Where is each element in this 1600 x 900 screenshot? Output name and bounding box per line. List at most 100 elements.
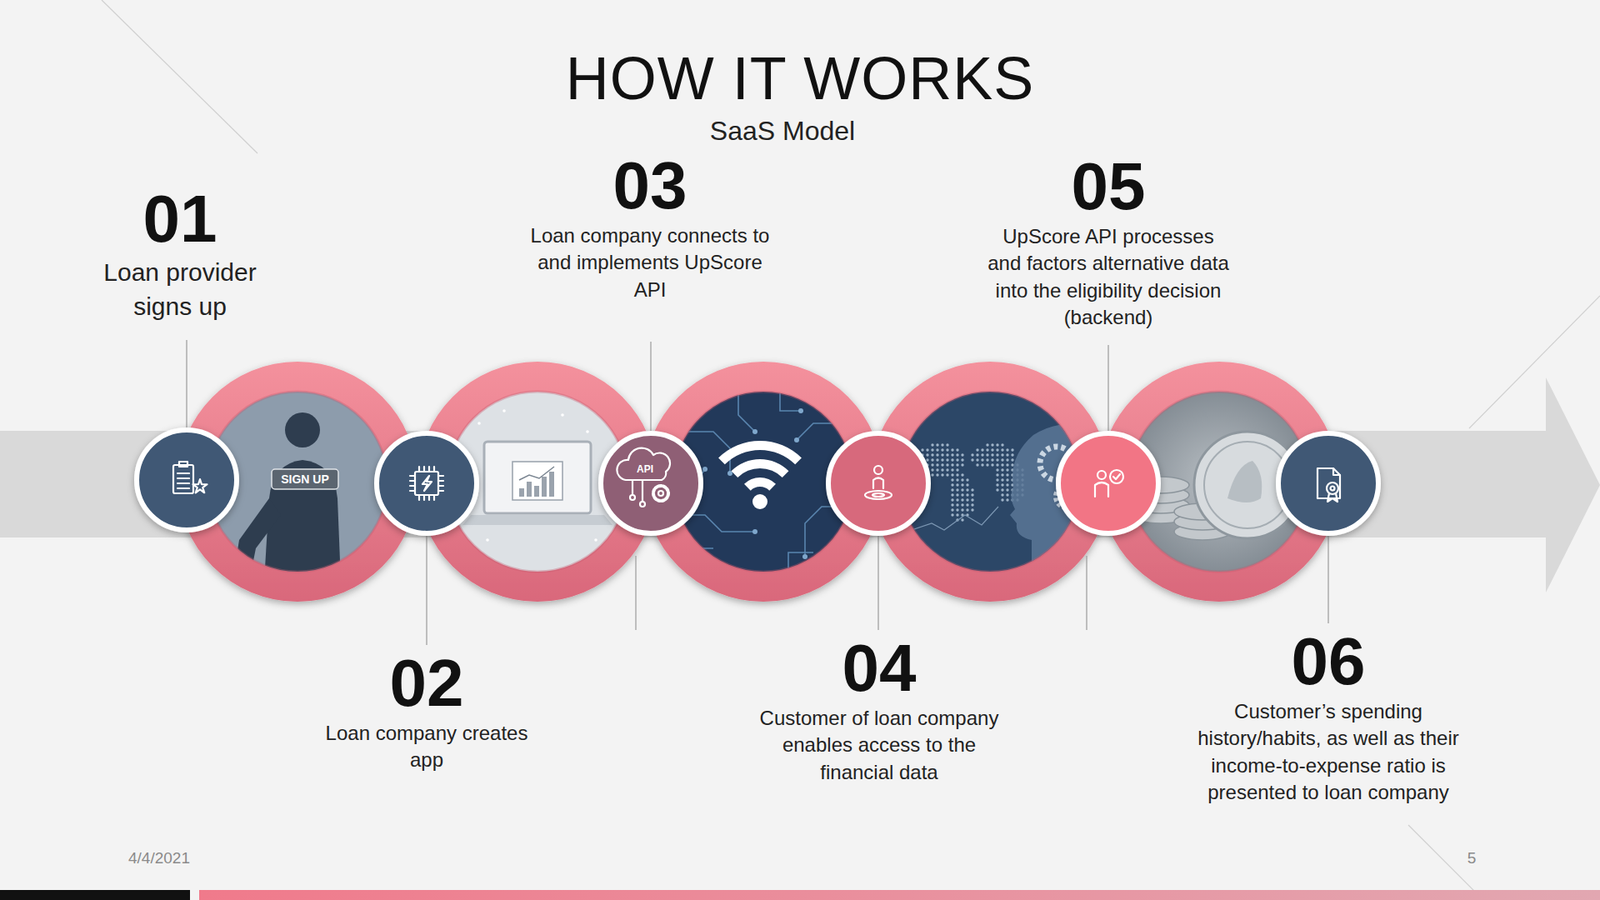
art-shape — [980, 458, 984, 461]
art-shape — [1545, 377, 1600, 593]
art-shape — [950, 508, 954, 511]
art-shape — [731, 459, 790, 478]
art-shape — [1000, 453, 1004, 456]
art-shape — [433, 466, 435, 472]
art-shape — [955, 508, 959, 511]
art-shape — [930, 473, 934, 476]
art-shape — [653, 485, 669, 501]
art-shape — [940, 463, 944, 466]
icon-circle — [136, 430, 237, 530]
art-shape — [410, 480, 415, 482]
art-shape — [980, 453, 984, 456]
art-shape — [285, 412, 320, 448]
art-shape — [950, 488, 954, 491]
step-block: 05UpScore API processes and factors alte… — [983, 153, 1234, 332]
art-shape — [945, 443, 949, 446]
art-shape — [960, 518, 964, 521]
art-shape — [995, 463, 999, 466]
art-shape — [930, 468, 934, 471]
art-shape — [438, 490, 444, 492]
icon-glyph — [616, 448, 670, 507]
step-block: 03Loan company connects to and implement… — [525, 152, 775, 304]
art-shape — [995, 443, 999, 446]
step-description: Customer’s spending history/habits, as w… — [1186, 698, 1470, 807]
art-shape — [1000, 488, 1004, 491]
art-shape — [960, 503, 964, 506]
art-shape — [940, 468, 944, 471]
art-shape — [965, 498, 969, 501]
art-shape — [423, 466, 425, 472]
art-shape — [995, 458, 999, 461]
art-shape — [177, 487, 190, 490]
footer-pink-bar — [199, 890, 1600, 900]
art-shape — [418, 466, 420, 472]
art-shape — [796, 423, 855, 440]
art-shape — [975, 453, 979, 456]
art-shape — [438, 480, 444, 482]
art-shape — [945, 463, 949, 466]
art-shape — [955, 468, 959, 471]
art-shape — [865, 490, 892, 500]
art-shape — [925, 458, 929, 461]
art-shape — [541, 476, 547, 497]
art-shape — [1000, 473, 1004, 476]
icon-glyph — [1095, 470, 1124, 497]
art-shape — [930, 458, 934, 461]
step-description: Loan provider signs up — [75, 255, 285, 324]
leader-line — [1085, 555, 1087, 630]
art-shape — [462, 515, 613, 525]
art-shape — [940, 458, 944, 461]
art-shape — [985, 458, 989, 461]
art-shape — [1408, 825, 1484, 900]
art-shape — [173, 465, 194, 494]
art-shape — [594, 538, 598, 542]
step-description: UpScore API processes and factors altern… — [983, 223, 1234, 332]
art-shape — [925, 453, 929, 456]
art-shape — [960, 493, 964, 496]
art-shape — [1005, 448, 1009, 451]
art-shape — [1005, 478, 1009, 481]
art-shape — [873, 478, 884, 490]
slide-date: 4/4/2021 — [128, 849, 190, 868]
art-shape — [930, 463, 934, 466]
art-shape — [950, 473, 954, 476]
art-shape — [955, 498, 959, 501]
art-shape — [965, 493, 969, 496]
art-shape — [950, 453, 954, 456]
subtitle: SaaS Model — [710, 115, 855, 147]
art-shape — [990, 463, 994, 466]
art-shape — [935, 468, 939, 471]
art-shape — [960, 498, 964, 501]
art-shape — [960, 508, 964, 511]
art-shape — [955, 478, 959, 481]
sign-up-plate — [271, 469, 339, 490]
step-description: Customer of loan company enables access … — [758, 705, 1000, 786]
art-shape — [935, 453, 939, 456]
icon-circle — [1058, 433, 1159, 534]
art-shape — [680, 547, 714, 550]
art-shape — [1010, 458, 1014, 461]
art-shape — [980, 463, 984, 466]
icon-circle — [828, 433, 929, 534]
page-number: 5 — [1467, 849, 1477, 868]
art-shape — [418, 495, 420, 500]
art-shape — [965, 488, 969, 491]
art-shape — [502, 409, 506, 413]
art-shape — [616, 448, 670, 480]
api-icon-text: API — [636, 463, 654, 475]
art-shape — [794, 437, 800, 443]
art-shape — [631, 480, 634, 495]
icon-glyph — [173, 461, 208, 494]
icon-glyph — [865, 465, 892, 500]
art-shape — [752, 429, 758, 435]
art-shape — [955, 453, 959, 456]
art-shape — [179, 461, 188, 467]
art-shape — [950, 478, 954, 481]
art-shape — [727, 470, 733, 476]
slide-title: HOW IT WORKS — [565, 45, 1035, 112]
art-shape — [177, 472, 190, 475]
art-shape — [930, 443, 934, 446]
icon-glyph — [1317, 468, 1340, 502]
art-shape — [955, 463, 959, 466]
